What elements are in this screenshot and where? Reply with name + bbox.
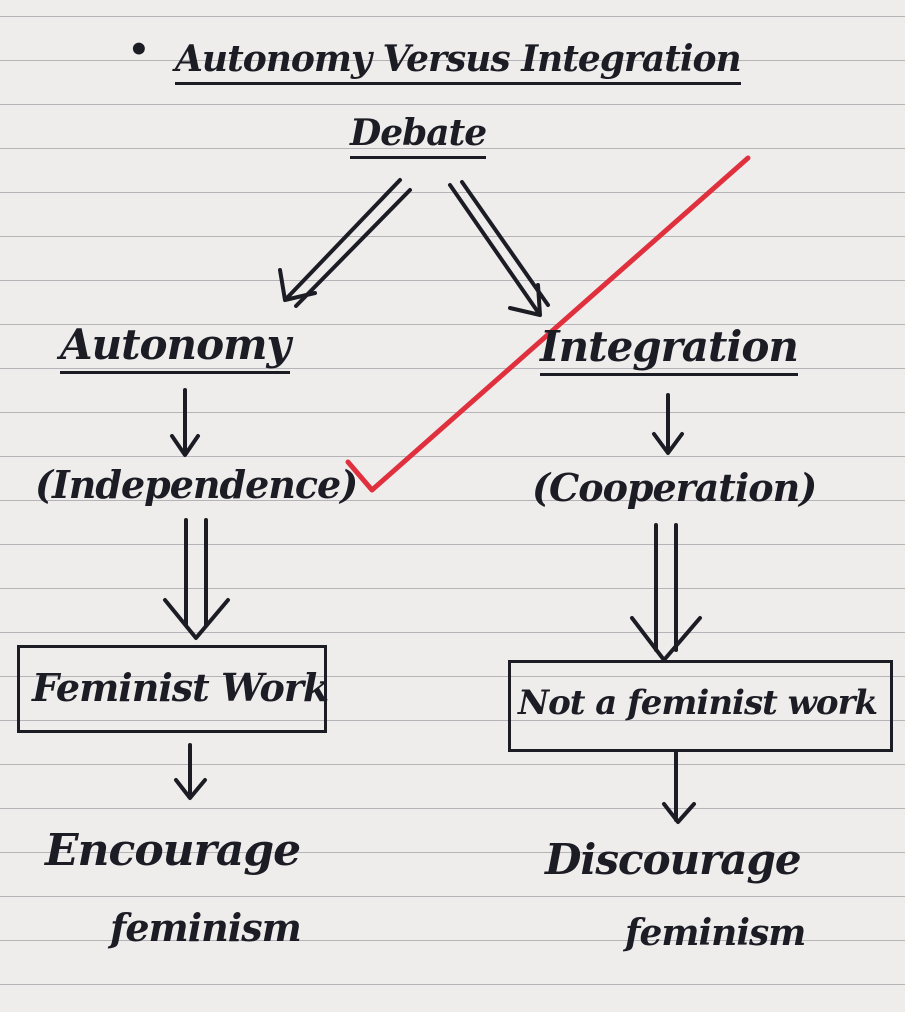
left-box <box>17 645 327 733</box>
double-arrow-left <box>163 518 230 640</box>
arrow-to-encourage <box>174 743 207 800</box>
arrow-to-integration <box>448 183 542 317</box>
left-paren-independence: (Independence) <box>35 462 358 507</box>
right-result-line-1: Discourage <box>545 835 802 884</box>
title-line-2: Debate <box>350 112 487 159</box>
left-result-line-1: Encourage <box>45 825 301 876</box>
right-box <box>508 660 893 752</box>
title-line-1: Autonomy Versus Integration <box>175 38 742 85</box>
right-paren-cooperation: (Cooperation) <box>532 465 817 510</box>
right-heading-integration: Integration <box>540 322 799 376</box>
arrow-integration-down <box>652 393 684 455</box>
arrow-autonomy-down <box>170 388 200 457</box>
right-box-label: Not a feminist work <box>518 683 878 723</box>
double-arrow-right <box>630 523 702 662</box>
arrow-to-autonomy <box>278 178 402 302</box>
left-heading-autonomy: Autonomy <box>60 320 291 374</box>
arrow-to-discourage <box>662 750 696 824</box>
bullet-point: • <box>128 30 150 70</box>
left-box-label: Feminist Work <box>32 665 329 710</box>
right-result-line-2: feminism <box>625 912 806 954</box>
red-tick-mark <box>345 155 751 493</box>
left-result-line-2: feminism <box>110 905 302 950</box>
